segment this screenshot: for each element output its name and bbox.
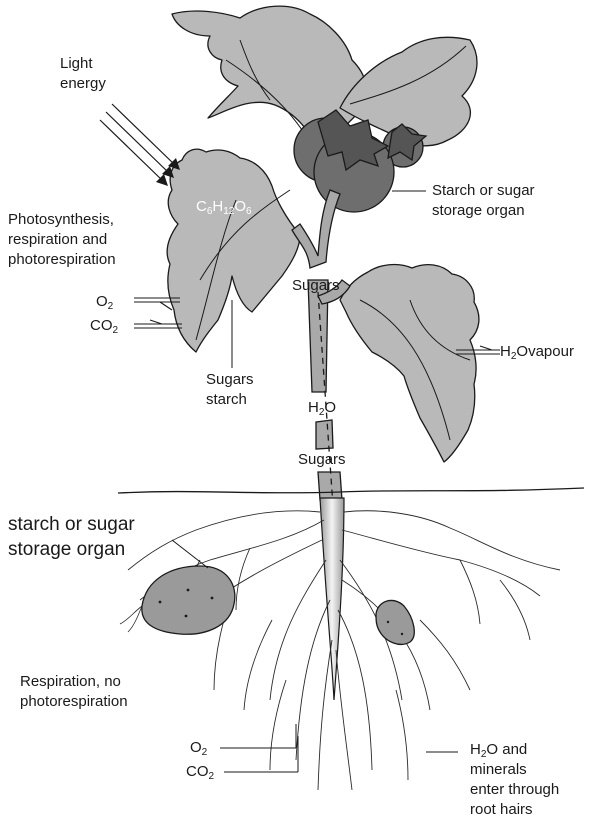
root-respiration-label: Respiration, no photorespiration — [20, 672, 128, 712]
root-water-label: H2O and minerals enter through root hair… — [470, 740, 559, 820]
root-co2-label: CO2 — [186, 762, 214, 782]
tap-root — [320, 498, 344, 700]
large-tuber — [142, 566, 235, 634]
fruit-storage-label: Starch or sugar storage organ — [432, 181, 535, 221]
light-energy-label: Light energy — [60, 54, 106, 94]
h2o-vapour-label: H2Ovapour — [500, 342, 574, 362]
right-leaf — [340, 265, 479, 462]
photosynthesis-label: Photosynthesis, respiration and photores… — [8, 210, 116, 270]
ground-line — [118, 488, 584, 493]
sugars-starch-label: Sugars starch — [206, 370, 254, 410]
stem-h2o-label: H2O — [308, 398, 336, 418]
left-leaf — [167, 149, 300, 352]
glucose-formula: C6H12O6 — [196, 197, 252, 217]
tuber-storage-label: starch or sugar storage organ — [8, 512, 135, 562]
leaf-o2-label: O2 — [96, 292, 113, 312]
stem-sugars-top-label: Sugars — [292, 276, 340, 296]
root-o2-label: O2 — [190, 738, 207, 758]
stem — [292, 190, 340, 268]
leaf-co2-label: CO2 — [90, 316, 118, 336]
stem-sugars-bottom-label: Sugars — [298, 450, 346, 470]
small-tuber — [376, 600, 414, 644]
